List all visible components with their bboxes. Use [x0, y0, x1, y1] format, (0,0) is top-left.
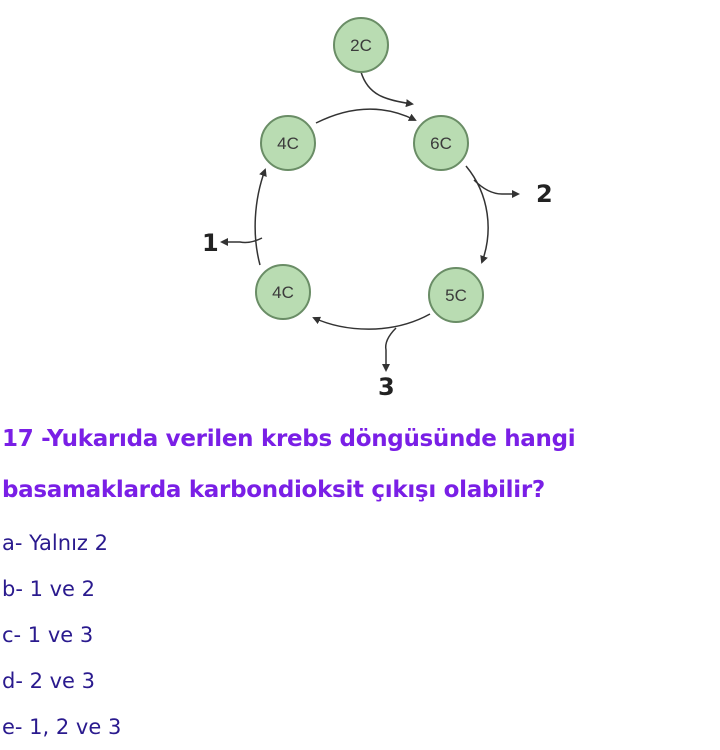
node-6c-label: 6C — [430, 134, 452, 153]
option-b[interactable]: b- 1 ve 2 — [2, 577, 96, 601]
krebs-cycle-diagram: 2C 6C 5C 4C 4C 1 2 3 — [202, 17, 553, 401]
node-4c-top: 4C — [260, 115, 316, 171]
option-a[interactable]: a- Yalnız 2 — [2, 531, 108, 555]
question-text: 17 -Yukarıda verilen krebs döngüsünde ha… — [2, 426, 576, 503]
node-4c-top-label: 4C — [277, 134, 299, 153]
node-4c-bottom-label: 4C — [272, 283, 294, 302]
arrow-4c-to-4c — [254, 168, 267, 266]
arrow-4c-to-6c — [315, 108, 417, 124]
output-label-3: 3 — [378, 373, 395, 401]
node-4c-bottom: 4C — [255, 264, 311, 320]
node-5c: 5C — [428, 267, 484, 323]
node-2c-label: 2C — [350, 36, 372, 55]
node-2c: 2C — [333, 17, 389, 73]
output-arrow-1 — [220, 237, 263, 246]
output-label-2: 2 — [536, 180, 553, 208]
arrow-6c-to-5c — [465, 165, 489, 264]
output-arrow-2 — [473, 179, 520, 198]
output-arrow-3 — [382, 327, 397, 372]
arrow-5c-to-4c — [312, 313, 431, 330]
node-6c: 6C — [413, 115, 469, 171]
output-label-1: 1 — [202, 229, 219, 257]
answer-options: a- Yalnız 2 b- 1 ve 2 c- 1 ve 3 d- 2 ve … — [2, 520, 121, 750]
node-5c-label: 5C — [445, 286, 467, 305]
arrow-2c-to-6c — [360, 71, 414, 108]
option-e[interactable]: e- 1, 2 ve 3 — [2, 715, 122, 739]
option-c[interactable]: c- 1 ve 3 — [2, 623, 94, 647]
option-d[interactable]: d- 2 ve 3 — [2, 669, 96, 693]
